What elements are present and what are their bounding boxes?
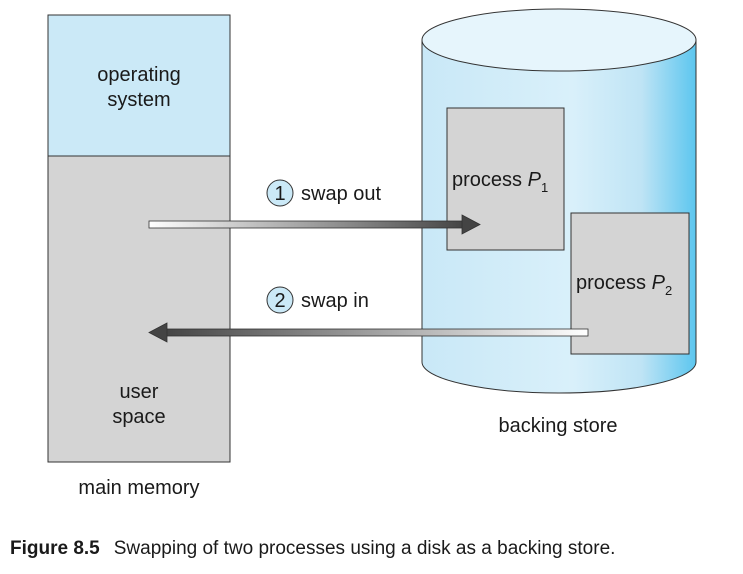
swap-in-arrowhead	[148, 322, 168, 343]
cylinder-top	[421, 8, 697, 72]
main-memory: operating system user space main memory	[47, 14, 231, 499]
swap-in-shaft	[164, 328, 589, 337]
os-label-line2: system	[107, 89, 170, 111]
os-label-line1: operating	[97, 64, 180, 86]
swap-in-label: swap in	[301, 290, 369, 312]
swap-out-label: swap out	[301, 183, 381, 205]
backing-store: backing store process P1 process P2	[421, 8, 697, 437]
step-1-circle	[266, 179, 294, 207]
step-1-number: 1	[274, 183, 285, 205]
user-space-label-line2: space	[112, 406, 165, 428]
swap-out-arrowhead	[461, 214, 481, 235]
operating-system-region	[47, 14, 231, 157]
swap-in-step: 2 swap in	[266, 286, 369, 314]
swap-in-arrow	[148, 322, 589, 343]
backing-store-label: backing store	[499, 415, 618, 437]
figure-caption: Figure 8.5 Swapping of two processes usin…	[10, 538, 615, 560]
main-memory-label: main memory	[78, 477, 199, 499]
figure-number: Figure 8.5	[10, 538, 100, 559]
step-2-number: 2	[274, 290, 285, 312]
process-p2-label: process P2	[576, 272, 672, 298]
swap-out-arrow	[148, 214, 481, 235]
process-p1-label: process P1	[452, 169, 548, 195]
user-space-region	[47, 155, 231, 463]
process-p2-box	[570, 212, 690, 355]
figure-caption-text: Swapping of two processes using a disk a…	[113, 538, 616, 559]
swap-out-shaft	[148, 220, 465, 229]
step-2-circle	[266, 286, 294, 314]
user-space-label-line1: user	[120, 381, 159, 403]
swap-out-step: 1 swap out	[266, 179, 381, 207]
